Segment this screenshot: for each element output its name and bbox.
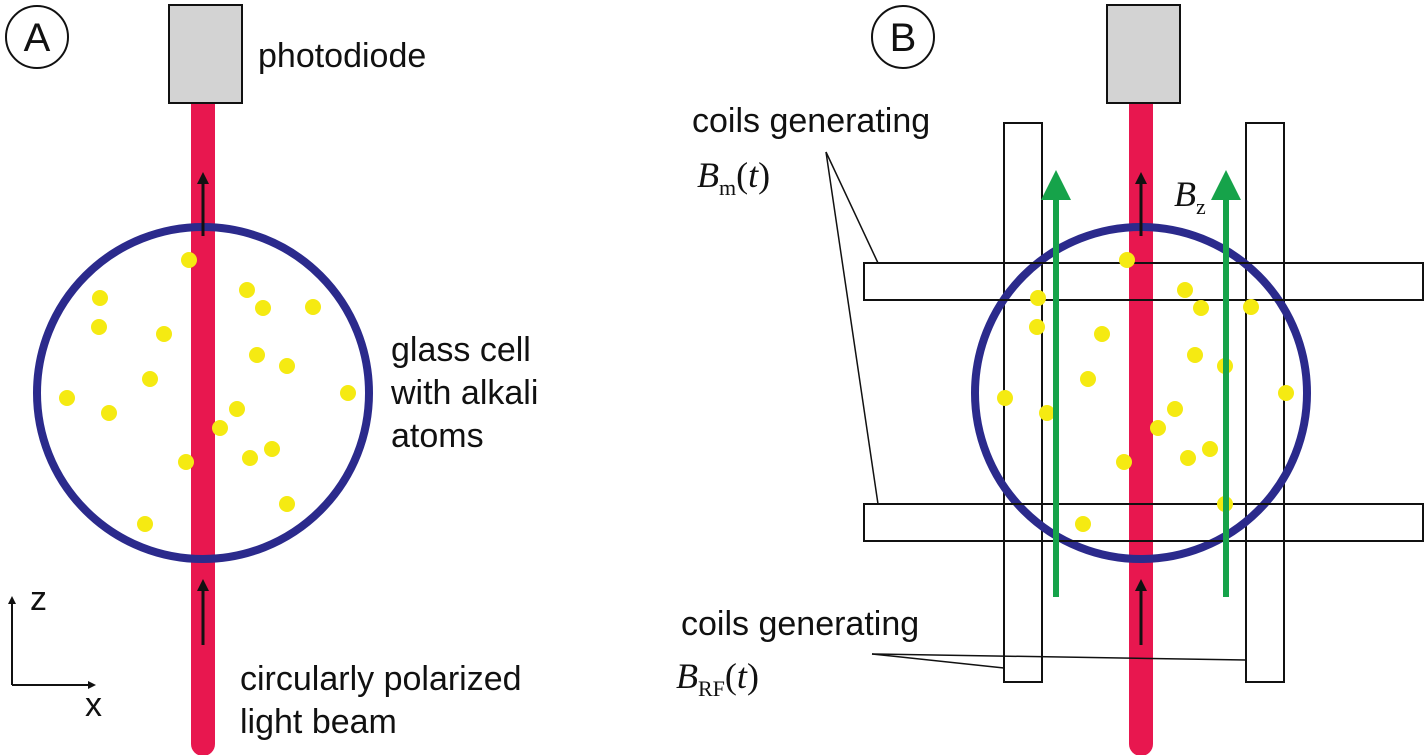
atom	[1030, 290, 1046, 306]
atom	[92, 290, 108, 306]
atom	[1187, 347, 1203, 363]
coils-rf-label: coils generating	[681, 605, 919, 643]
atom	[1202, 441, 1218, 457]
panel-a-badge	[5, 5, 69, 69]
atom	[242, 450, 258, 466]
atom	[997, 390, 1013, 406]
atom	[1119, 252, 1135, 268]
atom	[1278, 385, 1294, 401]
rf-coil-right	[1245, 122, 1285, 683]
atom	[1094, 326, 1110, 342]
coils-m-leader-upper	[825, 151, 879, 264]
atom	[305, 299, 321, 315]
cell-label-line3: atoms	[391, 417, 484, 455]
bz-arrow-right-head	[1211, 170, 1241, 200]
atom	[137, 516, 153, 532]
z-axis-label: z	[30, 580, 47, 618]
coils-rf-leader-right	[871, 653, 1247, 661]
atom	[1029, 319, 1045, 335]
coils-m-leader-lower	[825, 151, 879, 505]
atom	[181, 252, 197, 268]
atom	[156, 326, 172, 342]
atom	[279, 496, 295, 512]
panel-a: A photodiode	[5, 4, 538, 755]
atom	[59, 390, 75, 406]
atom	[91, 319, 107, 335]
panel-b-badge	[871, 5, 935, 69]
atom	[1177, 282, 1193, 298]
atom	[239, 282, 255, 298]
atom	[1039, 405, 1055, 421]
beam-label-line1: circularly polarized	[240, 660, 522, 698]
beam-label-line2: light beam	[240, 703, 397, 741]
atom	[229, 401, 245, 417]
atom	[1193, 300, 1209, 316]
atoms-b	[997, 252, 1294, 532]
cell-label-line1: glass cell	[391, 331, 531, 369]
atom	[101, 405, 117, 421]
atom	[1180, 450, 1196, 466]
static-field-arrows	[1041, 170, 1241, 597]
atom	[1243, 299, 1259, 315]
atom	[1116, 454, 1132, 470]
atom	[1075, 516, 1091, 532]
atom	[255, 300, 271, 316]
atom	[142, 371, 158, 387]
atom	[249, 347, 265, 363]
atoms-a	[59, 252, 356, 532]
coils-rf-leader-left	[871, 653, 1005, 669]
coils-rf-symbol: BRF(t)	[676, 656, 759, 701]
atom	[264, 441, 280, 457]
atom	[340, 385, 356, 401]
atom	[1167, 401, 1183, 417]
modulation-coil-upper	[863, 262, 1424, 301]
atom	[1150, 420, 1166, 436]
cell-label-line2: with alkali	[390, 374, 538, 412]
x-axis-label: x	[85, 686, 102, 724]
atom	[279, 358, 295, 374]
coils-m-label: coils generating	[692, 102, 930, 140]
bz-arrow-left-head	[1041, 170, 1071, 200]
photodiode-b	[1106, 4, 1181, 104]
coils-m-symbol: Bm(t)	[697, 155, 770, 200]
modulation-coil-lower	[863, 503, 1424, 542]
atom	[212, 420, 228, 436]
photodiode-a	[168, 4, 243, 104]
bz-label: Bz	[1174, 174, 1206, 219]
atom	[178, 454, 194, 470]
panel-b: B	[676, 4, 1424, 755]
atom	[1080, 371, 1096, 387]
photodiode-label: photodiode	[258, 37, 426, 75]
panel-b-letter: B	[890, 16, 917, 60]
panel-a-letter: A	[24, 16, 51, 60]
coordinate-axes: z x	[8, 580, 102, 724]
